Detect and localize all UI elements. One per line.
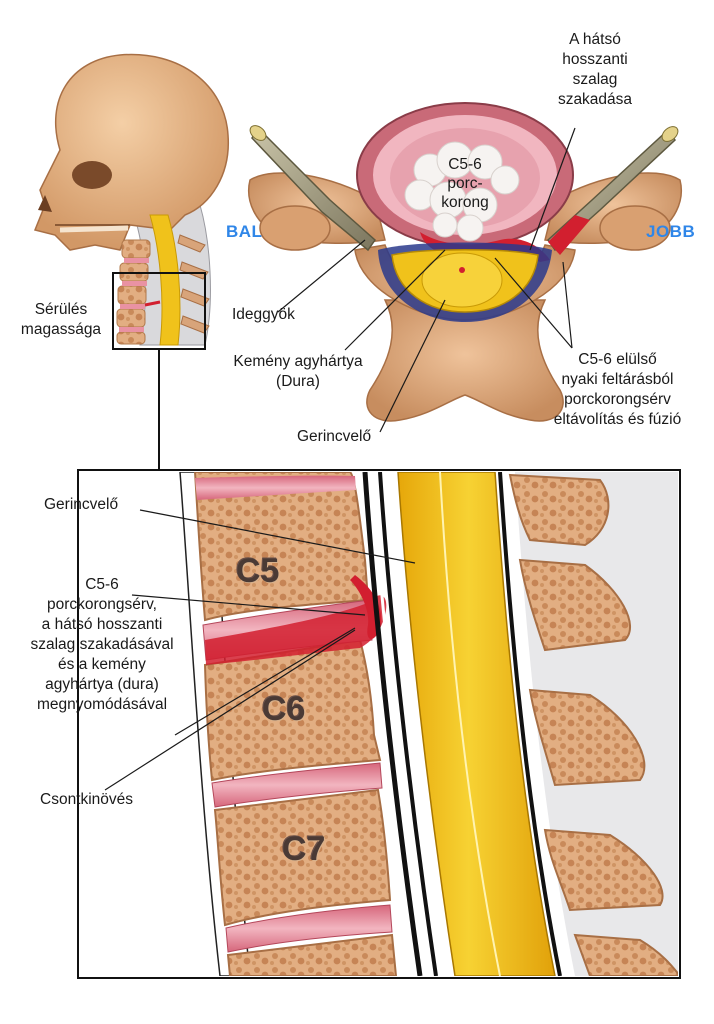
label-surgery: C5-6 elülső nyaki feltárásból porckorong… — [553, 351, 682, 428]
label-vertebra-c7: C7 — [282, 830, 326, 868]
label-right-side: JOBB — [646, 222, 696, 241]
label-vertebra-c6: C6 — [262, 690, 306, 728]
sagittal-zoom-figure — [77, 469, 681, 979]
label-vertebra-c5: C5 — [236, 552, 280, 590]
label-left-side: BAL — [226, 222, 263, 241]
leader-lines-bottom — [104, 509, 416, 791]
label-herniation: C5-6 porckorongsérv, a hátsó hosszanti s… — [30, 576, 174, 713]
label-spinal-cord-bottom: Gerincvelő — [44, 496, 119, 513]
label-injury-level: Sérülés magassága — [20, 301, 102, 338]
label-posterior-ligament-tear: A hátsó hosszanti szalag szakadása — [557, 31, 633, 108]
label-dura: Kemény agyhártya (Dura) — [233, 353, 363, 390]
axial-vertebra-figure — [248, 102, 682, 422]
skull-neck-figure — [33, 53, 229, 346]
label-bone-spur: Csontkinövés — [40, 791, 134, 808]
label-spinal-cord-top: Gerincvelő — [297, 428, 372, 445]
label-c56-disc: C5-6 porc- korong — [441, 156, 489, 211]
leader-lines-top — [277, 127, 576, 433]
label-nerve-root: Ideggyök — [232, 306, 295, 323]
